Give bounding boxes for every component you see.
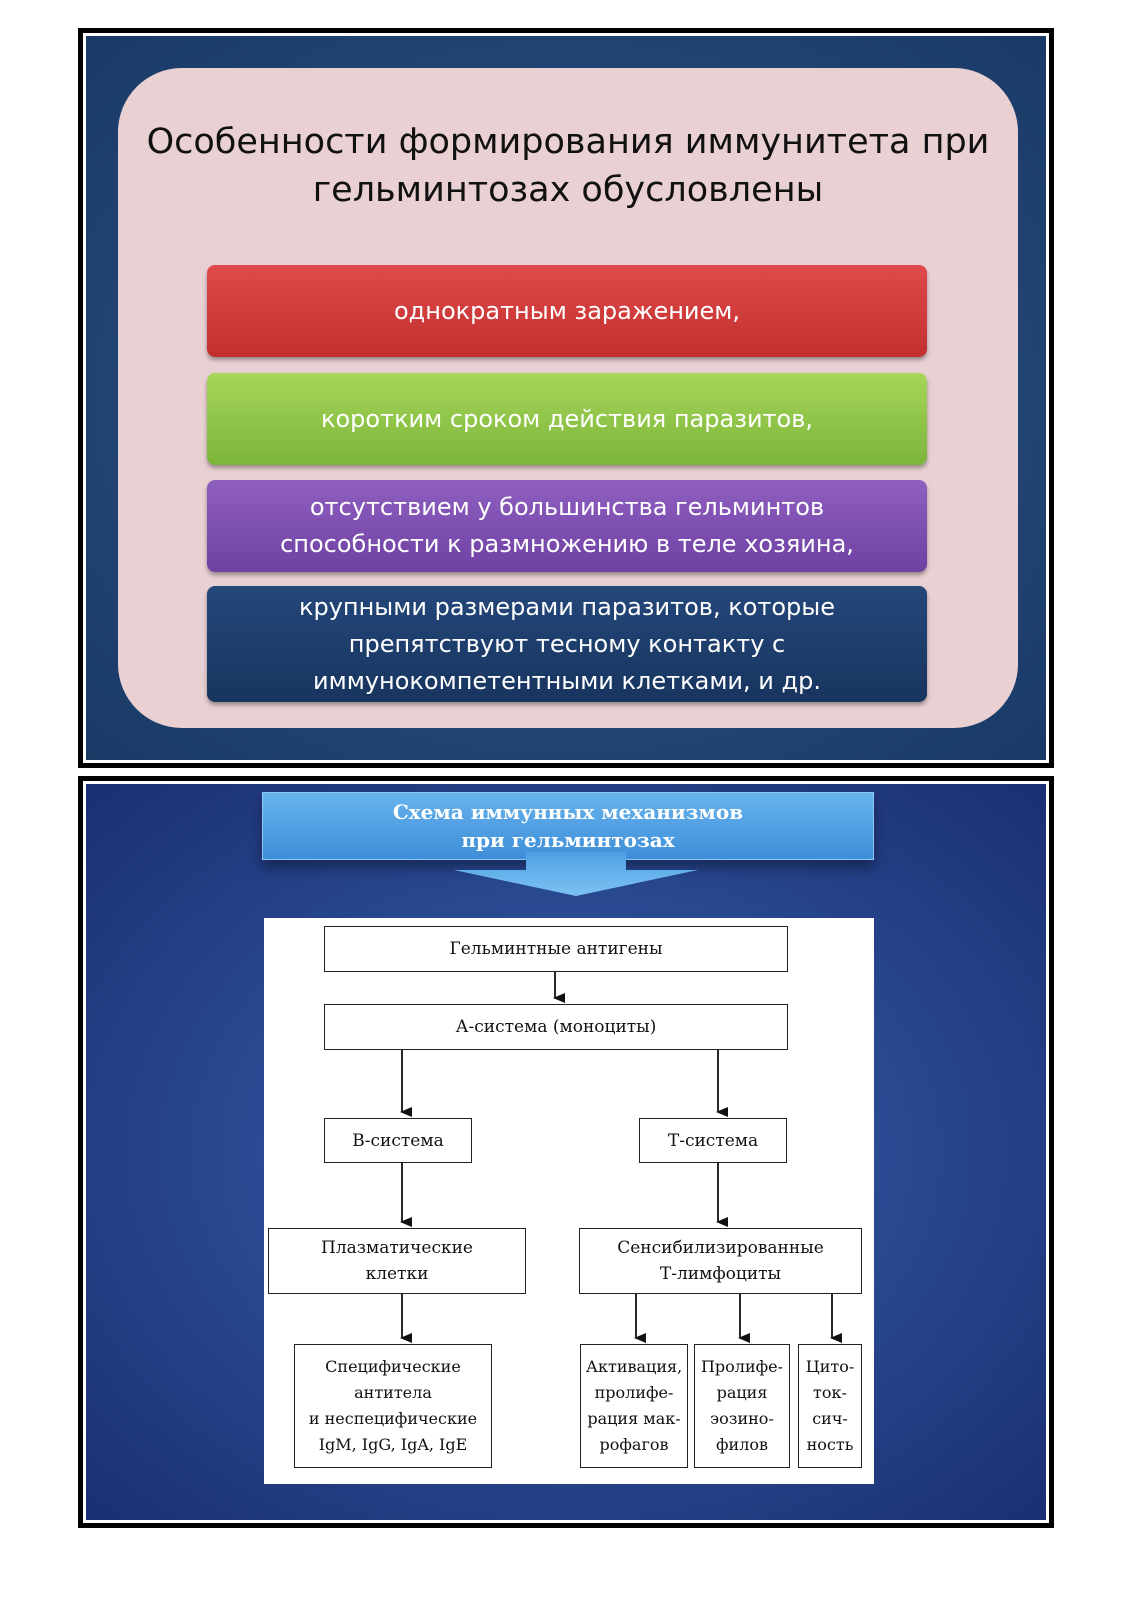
down-arrow-icon — [454, 852, 698, 896]
slide-2-banner: Схема иммунных механизмов при гельминтоз… — [262, 792, 874, 860]
box-label: Специфические антитела и неспецифические… — [308, 1357, 478, 1454]
box-label: Пролифе- рация эозино- филов — [700, 1357, 784, 1454]
box-label: Активация, пролифе- рация мак- рофагов — [585, 1357, 683, 1454]
factor-box-large-size: крупными размерами паразитов, которые пр… — [207, 586, 927, 702]
factor-label: однократным заражением, — [393, 296, 741, 325]
box-a-system: А-система (моноциты) — [324, 1004, 788, 1050]
box-label: Т-система — [667, 1130, 759, 1151]
box-plasma-cells: Плазматические клетки — [268, 1228, 526, 1294]
factor-label: крупными размерами паразитов, которые пр… — [298, 592, 835, 695]
slide-2-background: Схема иммунных механизмов при гельминтоз… — [86, 784, 1046, 1520]
box-sensitized-t-lymphocytes: Сенсибилизированные Т-лимфоциты — [579, 1228, 862, 1294]
box-b-system: В-система — [324, 1118, 472, 1163]
box-t-system: Т-система — [639, 1118, 787, 1163]
box-label: Гельминтные антигены — [449, 939, 663, 959]
slide-2: Схема иммунных механизмов при гельминтоз… — [78, 776, 1054, 1528]
box-label: В-система — [352, 1130, 444, 1151]
box-label: Сенсибилизированные Т-лимфоциты — [617, 1238, 824, 1284]
box-cytotoxicity: Цито- ток- сич- ность — [798, 1344, 862, 1468]
box-antibodies: Специфические антитела и неспецифические… — [294, 1344, 492, 1468]
box-helminth-antigens: Гельминтные антигены — [324, 926, 788, 972]
slide-1: Особенности формирования иммунитета при … — [78, 28, 1054, 768]
factor-box-single-infection: однократным заражением, — [207, 265, 927, 357]
factor-label: коротким сроком действия паразитов, — [320, 404, 813, 433]
box-macrophage-activation: Активация, пролифе- рация мак- рофагов — [580, 1344, 688, 1468]
immune-mechanism-diagram: Гельминтные антигены А-система (моноциты… — [264, 918, 874, 1484]
factor-box-short-duration: коротким сроком действия паразитов, — [207, 373, 927, 465]
box-label: Цито- ток- сич- ность — [805, 1357, 855, 1454]
factor-box-no-reproduction: отсутствием у большинства гельминтов спо… — [207, 480, 927, 572]
box-label: А-система (моноциты) — [455, 1017, 657, 1037]
slide-1-card: Особенности формирования иммунитета при … — [118, 68, 1018, 728]
box-eosinophil-proliferation: Пролифе- рация эозино- филов — [694, 1344, 790, 1468]
slide-1-background: Особенности формирования иммунитета при … — [86, 36, 1046, 760]
diagram-connectors — [400, 972, 842, 1343]
slide-1-title: Особенности формирования иммунитета при … — [146, 122, 990, 210]
slide-2-banner-title: Схема иммунных механизмов при гельминтоз… — [392, 800, 744, 852]
factor-label: отсутствием у большинства гельминтов спо… — [280, 493, 854, 558]
box-label: Плазматические клетки — [321, 1238, 473, 1284]
